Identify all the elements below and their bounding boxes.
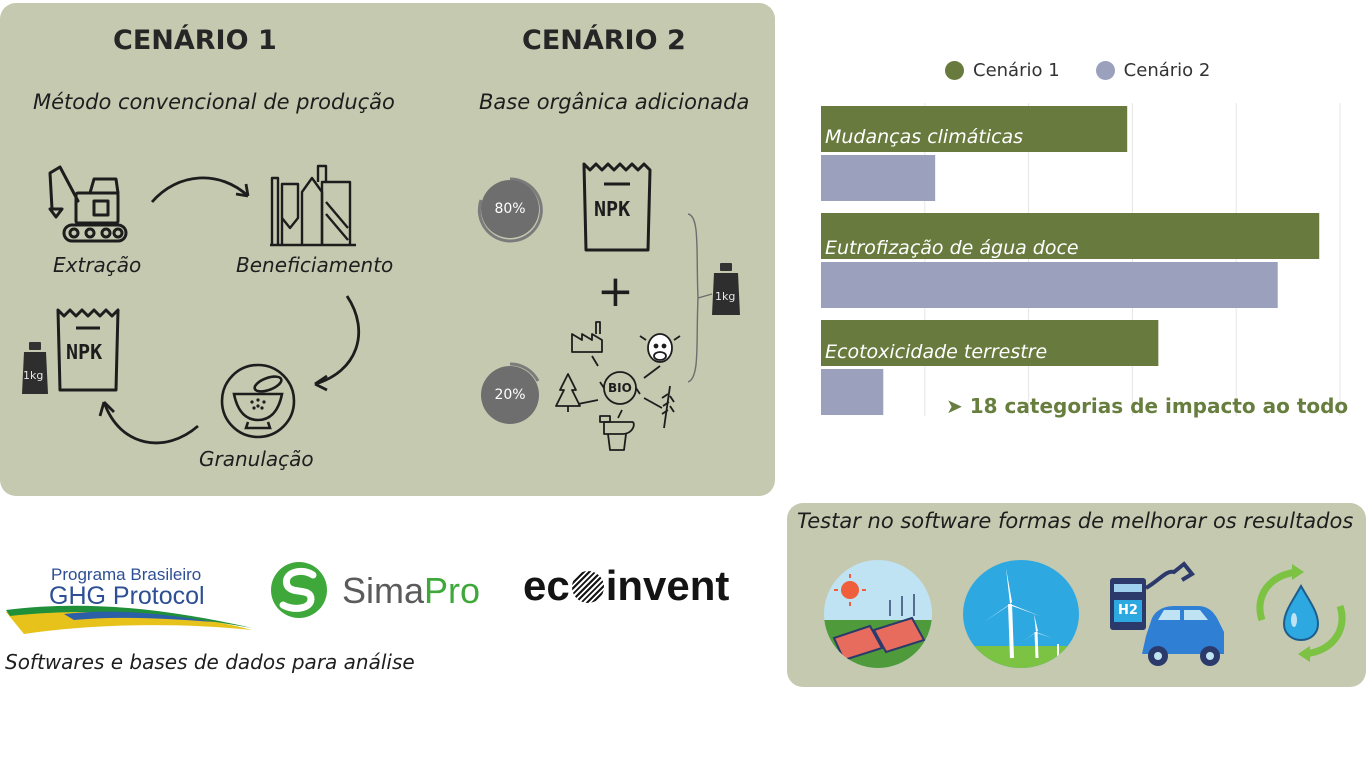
legend-item-series1: Cenário 1 <box>945 60 1060 81</box>
npk-bag-label-scenario2: NPK <box>594 197 631 221</box>
flow-arrow-granulation-to-product <box>98 401 199 445</box>
category-label-ecotoxicity: Ecotoxicidade terrestre <box>825 341 1048 363</box>
scenario1-subtitle: Método convencional de produção <box>33 90 395 114</box>
step-extraction-label: Extração <box>53 253 142 277</box>
category-label-climate: Mudanças climáticas <box>825 126 1024 148</box>
ecoinvent-globe-icon <box>571 571 604 603</box>
percent-ring-20 <box>509 362 540 382</box>
category-label-eutrophication: Eutrofização de água doce <box>825 237 1079 259</box>
ghg-protocol-swoosh <box>6 605 252 634</box>
ecoinvent-logo-part1: ec <box>523 562 570 609</box>
bar-scenario1-cat0 <box>821 106 1128 152</box>
bar-scenario2-cat0 <box>821 155 936 201</box>
weight-icon-scenario2 <box>712 263 740 315</box>
bar-scenario2-cat2 <box>821 369 884 415</box>
ghg-logo-line1: Programa Brasileiro <box>51 565 202 584</box>
weight-icon <box>22 342 48 394</box>
impact-categories-note-text: 18 categorias de impacto ao todo <box>969 394 1349 418</box>
scenario2-subtitle: Base orgânica adicionada <box>479 90 750 114</box>
water-cycle-icon <box>1256 564 1346 662</box>
bar-scenario1-cat2 <box>821 320 1159 366</box>
step-granulation-label: Granulação <box>199 447 314 471</box>
arrow-right-icon: ➤ <box>946 394 963 418</box>
weight-label: 1kg <box>23 369 44 382</box>
bar-scenario1-cat1 <box>821 213 1320 259</box>
legend-item-series2: Cenário 2 <box>1095 60 1211 81</box>
legend-label-series2: Cenário 2 <box>1123 60 1211 81</box>
step-processing-label: Beneficiamento <box>236 253 394 277</box>
chart-legend: Cenário 1 Cenário 2 <box>945 60 1210 81</box>
simapro-logo-text: SimaPro <box>342 570 480 612</box>
improvements-title: Testar no software formas de melhorar os… <box>797 509 1354 533</box>
organic-sources-icon <box>555 321 681 451</box>
npk-bag-label: NPK <box>66 340 103 364</box>
solar-panel-icon <box>824 560 932 668</box>
npk-bag-icon-scenario2 <box>582 162 652 252</box>
impact-categories-note: ➤ 18 categorias de impacto ao todo <box>946 394 1348 418</box>
legend-label-series1: Cenário 1 <box>973 60 1060 81</box>
scenario1-title: CENÁRIO 1 <box>113 25 277 56</box>
processing-plant-icon <box>270 164 356 247</box>
simapro-logo-icon <box>271 562 327 618</box>
ecoinvent-logo-part2: invent <box>605 562 730 609</box>
mix-bracket <box>687 213 713 383</box>
flow-arrow-processing-to-granulation <box>314 295 361 392</box>
simapro-logo-part1: Sima <box>342 570 425 611</box>
hydrogen-car-icon <box>1110 561 1224 666</box>
weight-label-scenario2: 1kg <box>715 290 736 303</box>
scenario2-title: CENÁRIO 2 <box>522 25 686 56</box>
ecoinvent-logo-text: ec invent <box>523 562 729 610</box>
bar-scenario2-cat1 <box>821 262 1278 308</box>
excavator-icon <box>48 165 128 243</box>
h2-label: H2 <box>1118 603 1138 618</box>
npk-bag-icon <box>56 308 120 392</box>
flow-arrow-extraction-to-processing <box>150 176 250 203</box>
wind-turbine-icon <box>963 560 1079 668</box>
plus-sign: + <box>597 266 634 317</box>
percent-bottom-badge: 20% <box>481 366 539 424</box>
simapro-logo-part2: Pro <box>424 570 481 611</box>
percent-top-badge: 80% <box>481 180 539 238</box>
legend-swatch-series2 <box>1095 61 1115 80</box>
percent-ring-80 <box>477 177 543 243</box>
bio-label: BIO <box>608 381 632 395</box>
granulation-icon <box>220 363 296 439</box>
ghg-logo-line2: GHG Protocol <box>49 582 205 610</box>
tools-caption: Softwares e bases de dados para análise <box>5 650 415 674</box>
legend-swatch-series1 <box>945 61 964 80</box>
